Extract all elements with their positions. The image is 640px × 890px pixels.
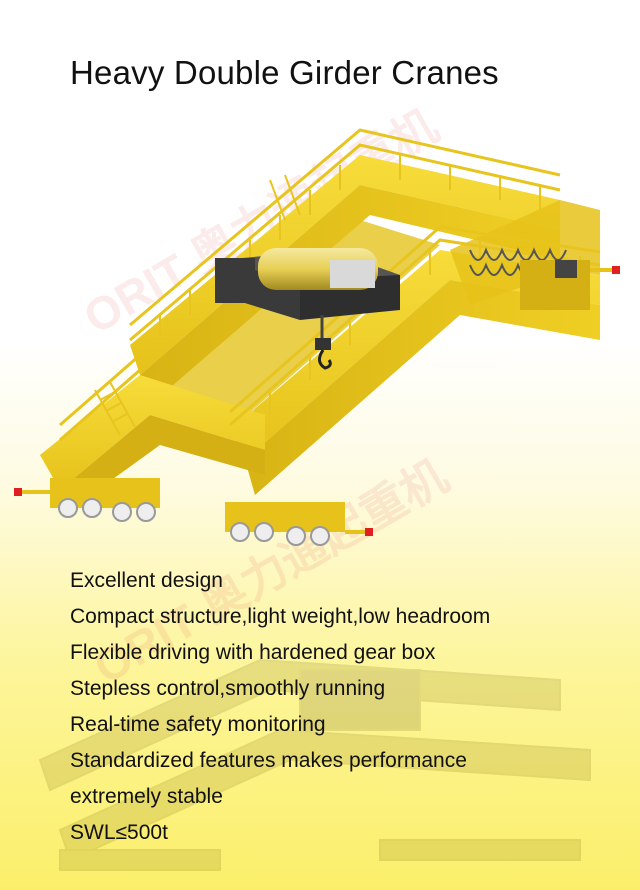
feature-item: Flexible driving with hardened gear box bbox=[70, 641, 436, 664]
feature-item: Excellent design bbox=[70, 569, 223, 592]
crane-ghost-illustration bbox=[38, 658, 591, 871]
feature-item: Stepless control,smoothly running bbox=[70, 677, 386, 700]
feature-list: Excellent design Compact structure,light… bbox=[70, 563, 490, 851]
feature-item: Standardized features makes performance bbox=[70, 749, 467, 772]
crane-illustration bbox=[14, 128, 620, 546]
feature-item: Compact structure,light weight,low headr… bbox=[70, 605, 491, 628]
feature-item: Real-time safety monitoring bbox=[70, 713, 326, 736]
feature-item: extremely stable bbox=[70, 785, 223, 808]
page-title: Heavy Double Girder Cranes bbox=[70, 54, 499, 91]
feature-item: SWL≤500t bbox=[70, 821, 168, 844]
